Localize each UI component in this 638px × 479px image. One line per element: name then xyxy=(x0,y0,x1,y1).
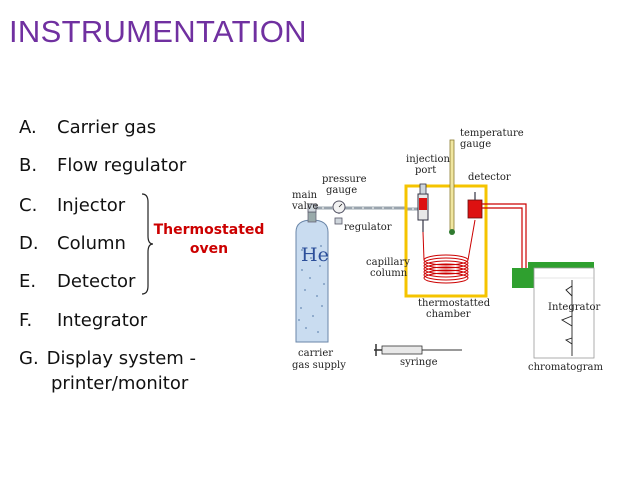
list-letter: D. xyxy=(19,233,39,254)
list-item-e: E. Detector xyxy=(19,271,135,292)
temperature-label: temperature xyxy=(460,128,524,139)
port-label: port xyxy=(415,165,436,176)
list-item-f: F. Integrator xyxy=(19,310,147,331)
detector-label: detector xyxy=(468,172,511,183)
curly-brace xyxy=(141,193,154,295)
list-item-g-continuation: printer/monitor xyxy=(51,373,189,394)
gas-cylinder: He xyxy=(295,211,329,343)
oven-label-line1: Thermostated xyxy=(153,222,265,238)
pressure-gauge xyxy=(332,200,346,225)
list-text: Display system - xyxy=(46,348,197,369)
detector xyxy=(467,192,483,219)
injection-label: injection xyxy=(406,154,450,165)
list-letter: C. xyxy=(19,195,38,216)
gc-instrument-diagram: He xyxy=(291,128,603,373)
valve-label: valve xyxy=(291,201,318,212)
list-letter: G. xyxy=(19,348,39,369)
thermostated-oven-label: Thermostated oven xyxy=(150,221,268,259)
syringe xyxy=(374,344,462,356)
list-item-a: A. Carrier gas xyxy=(19,117,156,138)
temperature-gauge xyxy=(449,139,455,235)
integrator-label: Integrator xyxy=(548,302,601,313)
list-letter: F. xyxy=(19,310,33,331)
chromatogram-label: chromatogram xyxy=(528,362,603,373)
capillary-label: capillary xyxy=(366,257,410,268)
column-label: column xyxy=(370,268,408,279)
thermostatted-label: thermostatted xyxy=(418,298,491,309)
list-letter: A. xyxy=(19,117,37,138)
carrier-label: carrier xyxy=(298,348,333,359)
list-item-d: D. Column xyxy=(19,233,126,254)
list-text: Detector xyxy=(57,271,136,292)
list-text: Column xyxy=(57,233,126,254)
gas-supply-label: gas supply xyxy=(292,360,346,371)
list-text: Integrator xyxy=(57,310,148,331)
list-item-g: G. Display system - xyxy=(19,348,196,369)
thermostatted-chamber-box xyxy=(404,184,488,298)
pressure-gauge-label: gauge xyxy=(326,185,357,196)
main-label: main xyxy=(292,190,318,201)
temperature-gauge-label: gauge xyxy=(460,139,491,150)
list-item-b: B. Flow regulator xyxy=(19,155,186,176)
slide-title: INSTRUMENTATION xyxy=(9,14,307,49)
capillary-column-coil xyxy=(422,219,476,284)
regulator-label: regulator xyxy=(344,222,392,233)
list-text: Carrier gas xyxy=(57,117,157,138)
list-letter: B. xyxy=(19,155,38,176)
oven-label-line2: oven xyxy=(189,241,229,257)
list-letter: E. xyxy=(19,271,37,292)
signal-wires xyxy=(482,203,527,272)
syringe-label: syringe xyxy=(400,357,438,368)
helium-label: He xyxy=(301,244,329,266)
chamber-label: chamber xyxy=(426,309,471,320)
injection-port xyxy=(417,183,429,232)
integrator-recorder xyxy=(512,262,595,359)
list-text: Flow regulator xyxy=(57,155,187,176)
list-item-c: C. Injector xyxy=(19,195,125,216)
list-text: Injector xyxy=(57,195,126,216)
pressure-label: pressure xyxy=(322,174,367,185)
